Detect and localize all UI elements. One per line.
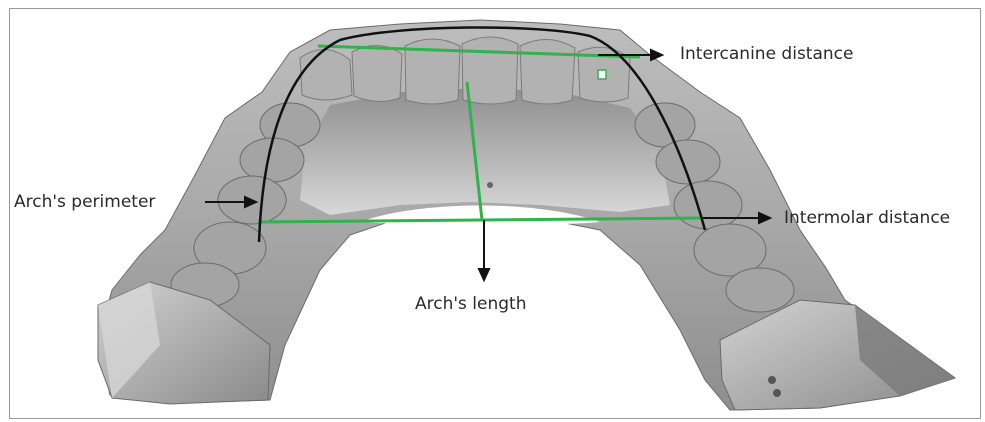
intercanine-arrowhead xyxy=(651,50,662,60)
intercanine-label: Intercanine distance xyxy=(680,44,853,64)
base-pin-hole-2 xyxy=(773,389,781,397)
base-pin-hole xyxy=(768,376,776,384)
perimeter-label: Arch's perimeter xyxy=(14,192,155,212)
length-label: Arch's length xyxy=(415,294,527,314)
intermolar-label: Intermolar distance xyxy=(784,208,950,228)
palate xyxy=(300,88,670,215)
length-arrowhead xyxy=(479,269,489,280)
marker-square xyxy=(598,70,606,79)
palate-mark xyxy=(487,182,493,188)
